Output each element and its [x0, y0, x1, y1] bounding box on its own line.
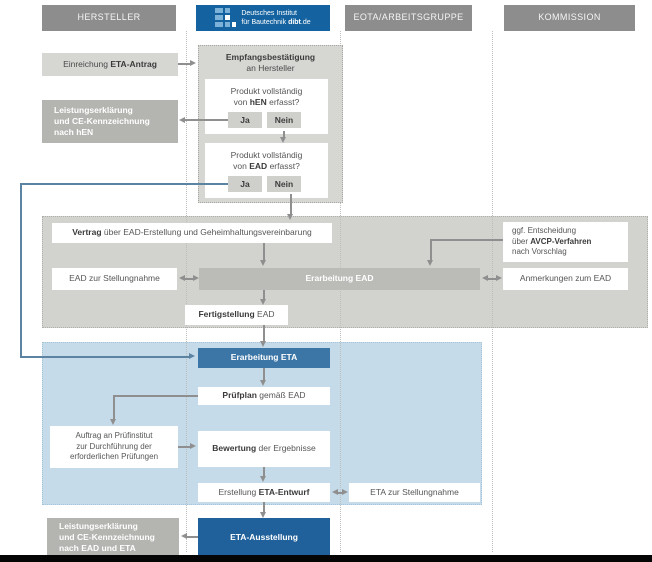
header-label: EOTA/ARBEITSGRUPPE — [353, 12, 464, 23]
node-frage-ead: Produkt vollständig von EAD erfasst? — [205, 143, 328, 198]
arrow-einreichung-to-empfang — [178, 63, 191, 65]
arrow-vertrag-to-erarbeitung-ead — [263, 243, 265, 260]
arrow-head — [260, 380, 266, 386]
arrow-fertigstellung-to-erarbeitung-eta — [263, 325, 265, 341]
arrow-head — [190, 60, 196, 66]
arrow-nein-hen-down — [283, 131, 285, 137]
dibt-logo-box: Deutsches Institut für Bautechnik dibt.d… — [196, 5, 330, 31]
arrow-head — [193, 275, 199, 281]
node-frage-hen: Produkt vollständig von hEN erfasst? — [205, 79, 328, 134]
connector-avcp-horizontal — [430, 239, 503, 241]
connector-avcp-vertical — [430, 239, 432, 260]
arrow-ja-hen-to-leistung — [185, 119, 228, 121]
column-separator — [186, 31, 187, 552]
header-label: HERSTELLER — [77, 12, 141, 23]
arrow-head — [332, 489, 338, 495]
dibt-line2: für Bautechnik — [241, 19, 289, 26]
column-header-eota: EOTA/ARBEITSGRUPPE — [345, 5, 472, 31]
arrow-head — [342, 489, 348, 495]
column-header-kommission: KOMMISSION — [504, 5, 635, 31]
arrow-head — [496, 275, 502, 281]
arrow-head — [260, 512, 266, 518]
node-ead-zur-stellungnahme: EAD zur Stellungnahme — [52, 268, 177, 290]
ja-button-hen: Ja — [228, 112, 262, 128]
connector-ja-ead-vertical — [20, 183, 22, 358]
double-arrow-anmerkungen — [487, 278, 498, 280]
column-separator — [492, 31, 493, 552]
node-bewertung: Bewertung der Ergebnisse — [198, 431, 330, 467]
arrow-head — [260, 476, 266, 482]
connector-pruefplan-vertical — [113, 395, 115, 419]
arrow-bewertung-to-erstellung — [263, 467, 265, 476]
arrow-head — [287, 214, 293, 220]
arrow-head — [260, 260, 266, 266]
arrow-head — [190, 443, 196, 449]
node-avcp-entscheidung: ggf. Entscheidung über AVCP-Verfahren na… — [503, 222, 628, 262]
arrow-head — [181, 533, 187, 539]
connector-pruefplan-horizontal — [113, 395, 198, 397]
bottom-black-bar — [0, 555, 652, 562]
dibt-line2-suffix: .de — [300, 19, 311, 26]
arrow-head — [482, 275, 488, 281]
ja-button-ead: Ja — [228, 176, 262, 192]
arrow-erarbeitung-eta-to-pruefplan — [263, 368, 265, 380]
dibt-logo-icon — [215, 8, 237, 28]
arrow-ausstellung-to-leistung — [187, 536, 198, 538]
arrow-erarbeitung-ead-to-fertigstellung — [263, 290, 265, 300]
header-label: KOMMISSION — [538, 12, 601, 23]
node-pruefplan: Prüfplan gemäß EAD — [198, 387, 330, 405]
column-header-hersteller: HERSTELLER — [42, 5, 176, 31]
node-erstellung-eta-entwurf: Erstellung ETA-Entwurf — [198, 483, 330, 502]
arrow-head — [189, 353, 195, 359]
node-eta-ausstellung: ETA-Ausstellung — [198, 518, 330, 557]
connector-ja-ead-to-erarbeitung-eta — [22, 356, 190, 358]
arrow-head — [280, 137, 286, 143]
node-eta-zur-stellungnahme: ETA zur Stellungnahme — [349, 483, 480, 502]
node-fertigstellung-ead: Fertigstellung EAD — [185, 305, 288, 325]
arrow-nein-ead-down — [290, 194, 292, 214]
arrow-head — [260, 341, 266, 347]
arrow-head — [179, 275, 185, 281]
dibt-line1: Deutsches Institut — [241, 9, 297, 17]
arrow-auftrag-to-bewertung — [178, 446, 191, 448]
dibt-line2-bold: dibt — [288, 19, 301, 26]
double-arrow-ead-stellungnahme — [184, 278, 195, 280]
dibt-logo-text: Deutsches Institut für Bautechnik dibt.d… — [241, 9, 310, 28]
node-erarbeitung-eta: Erarbeitung ETA — [198, 348, 330, 368]
double-arrow-eta-stellungnahme — [337, 492, 344, 494]
arrow-head — [110, 419, 116, 425]
node-vertrag: Vertrag über EAD-Erstellung und Geheimha… — [52, 223, 332, 243]
arrow-head — [427, 260, 433, 266]
arrow-head — [179, 117, 185, 123]
connector-ja-ead-horizontal — [22, 183, 228, 185]
node-anmerkungen-zum-ead: Anmerkungen zum EAD — [503, 268, 628, 290]
nein-button-hen: Nein — [267, 112, 301, 128]
arrow-head — [260, 299, 266, 305]
arrow-erstellung-to-ausstellung — [263, 502, 265, 512]
nein-button-ead: Nein — [267, 176, 301, 192]
node-einreichung-eta-antrag: Einreichung ETA-Antrag — [42, 53, 178, 76]
column-separator — [340, 31, 341, 552]
node-erarbeitung-ead: Erarbeitung EAD — [199, 268, 480, 290]
